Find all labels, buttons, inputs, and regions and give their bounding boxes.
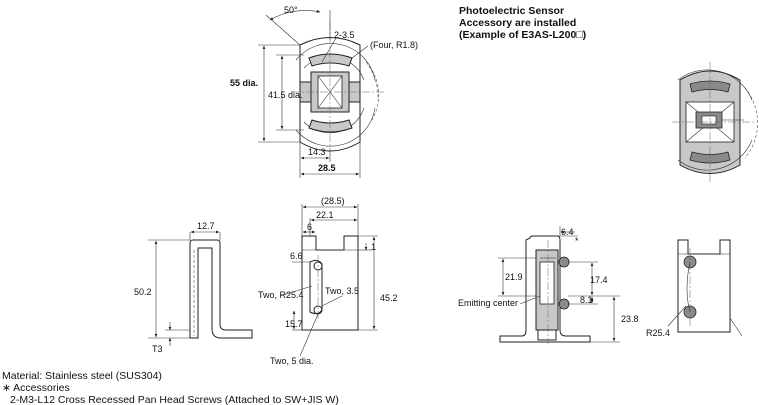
inner-dia-label: 41.5 dia. [268,90,303,100]
title-line-1: Photoelectric Sensor [459,5,564,17]
dim-219-label: 21.9 [505,272,523,282]
installed-side-view [667,239,743,337]
installed-top-view [672,62,758,184]
material-note: Material: Stainless steel (SUS304) [2,370,162,382]
installed-front-view [498,226,620,344]
angle-label: 50° [284,5,298,15]
emitting-center-label: Emitting center [458,298,518,308]
thickness-label: T3 [152,344,163,354]
dim-174-label: 17.4 [590,275,608,285]
dim-238-label: 23.8 [621,314,639,324]
title-line-3: (Example of E3AS-L200□) [459,29,586,41]
screws-note: 2-M3-L12 Cross Recessed Pan Head Screws … [10,394,339,405]
installed-radius-label: R25.4 [646,328,670,338]
dim-81-label: 8.1 [580,295,593,305]
radius-note-label: (Four, R1.8) [370,40,418,50]
front-radius-label: Two, R25.4 [258,290,304,300]
dim-64-label: 6.4 [561,227,574,237]
overall-width-label: (28.5) [321,196,345,206]
side-view [148,230,253,346]
dim-66-label: 6.6 [290,251,303,261]
title-line-2: Accessory are installed [459,17,576,29]
one-label: 1 [371,242,376,252]
width-label: 28.5 [318,163,336,173]
labels: Photoelectric Sensor Accessory are insta… [2,5,670,405]
height-label: 50.2 [134,287,152,297]
offset-label: 14.3 [308,147,326,157]
tab-label: 6 [307,222,312,232]
accessories-note: ∗ Accessories [2,382,70,394]
top-width-label: 12.7 [197,221,215,231]
dim-157-label: 15.7 [285,319,303,329]
top-view [258,9,385,178]
width-22-label: 22.1 [316,210,334,220]
dia-label: Two, 5 dia. [270,356,314,366]
outer-dia-label: 55 dia. [230,78,258,88]
front-hole-label: Two, 3.5 [325,286,359,296]
front-view [279,204,378,357]
star-label: * [575,236,579,246]
hole-label: 2-3.5 [334,30,355,40]
front-height-label: 45.2 [380,293,398,303]
